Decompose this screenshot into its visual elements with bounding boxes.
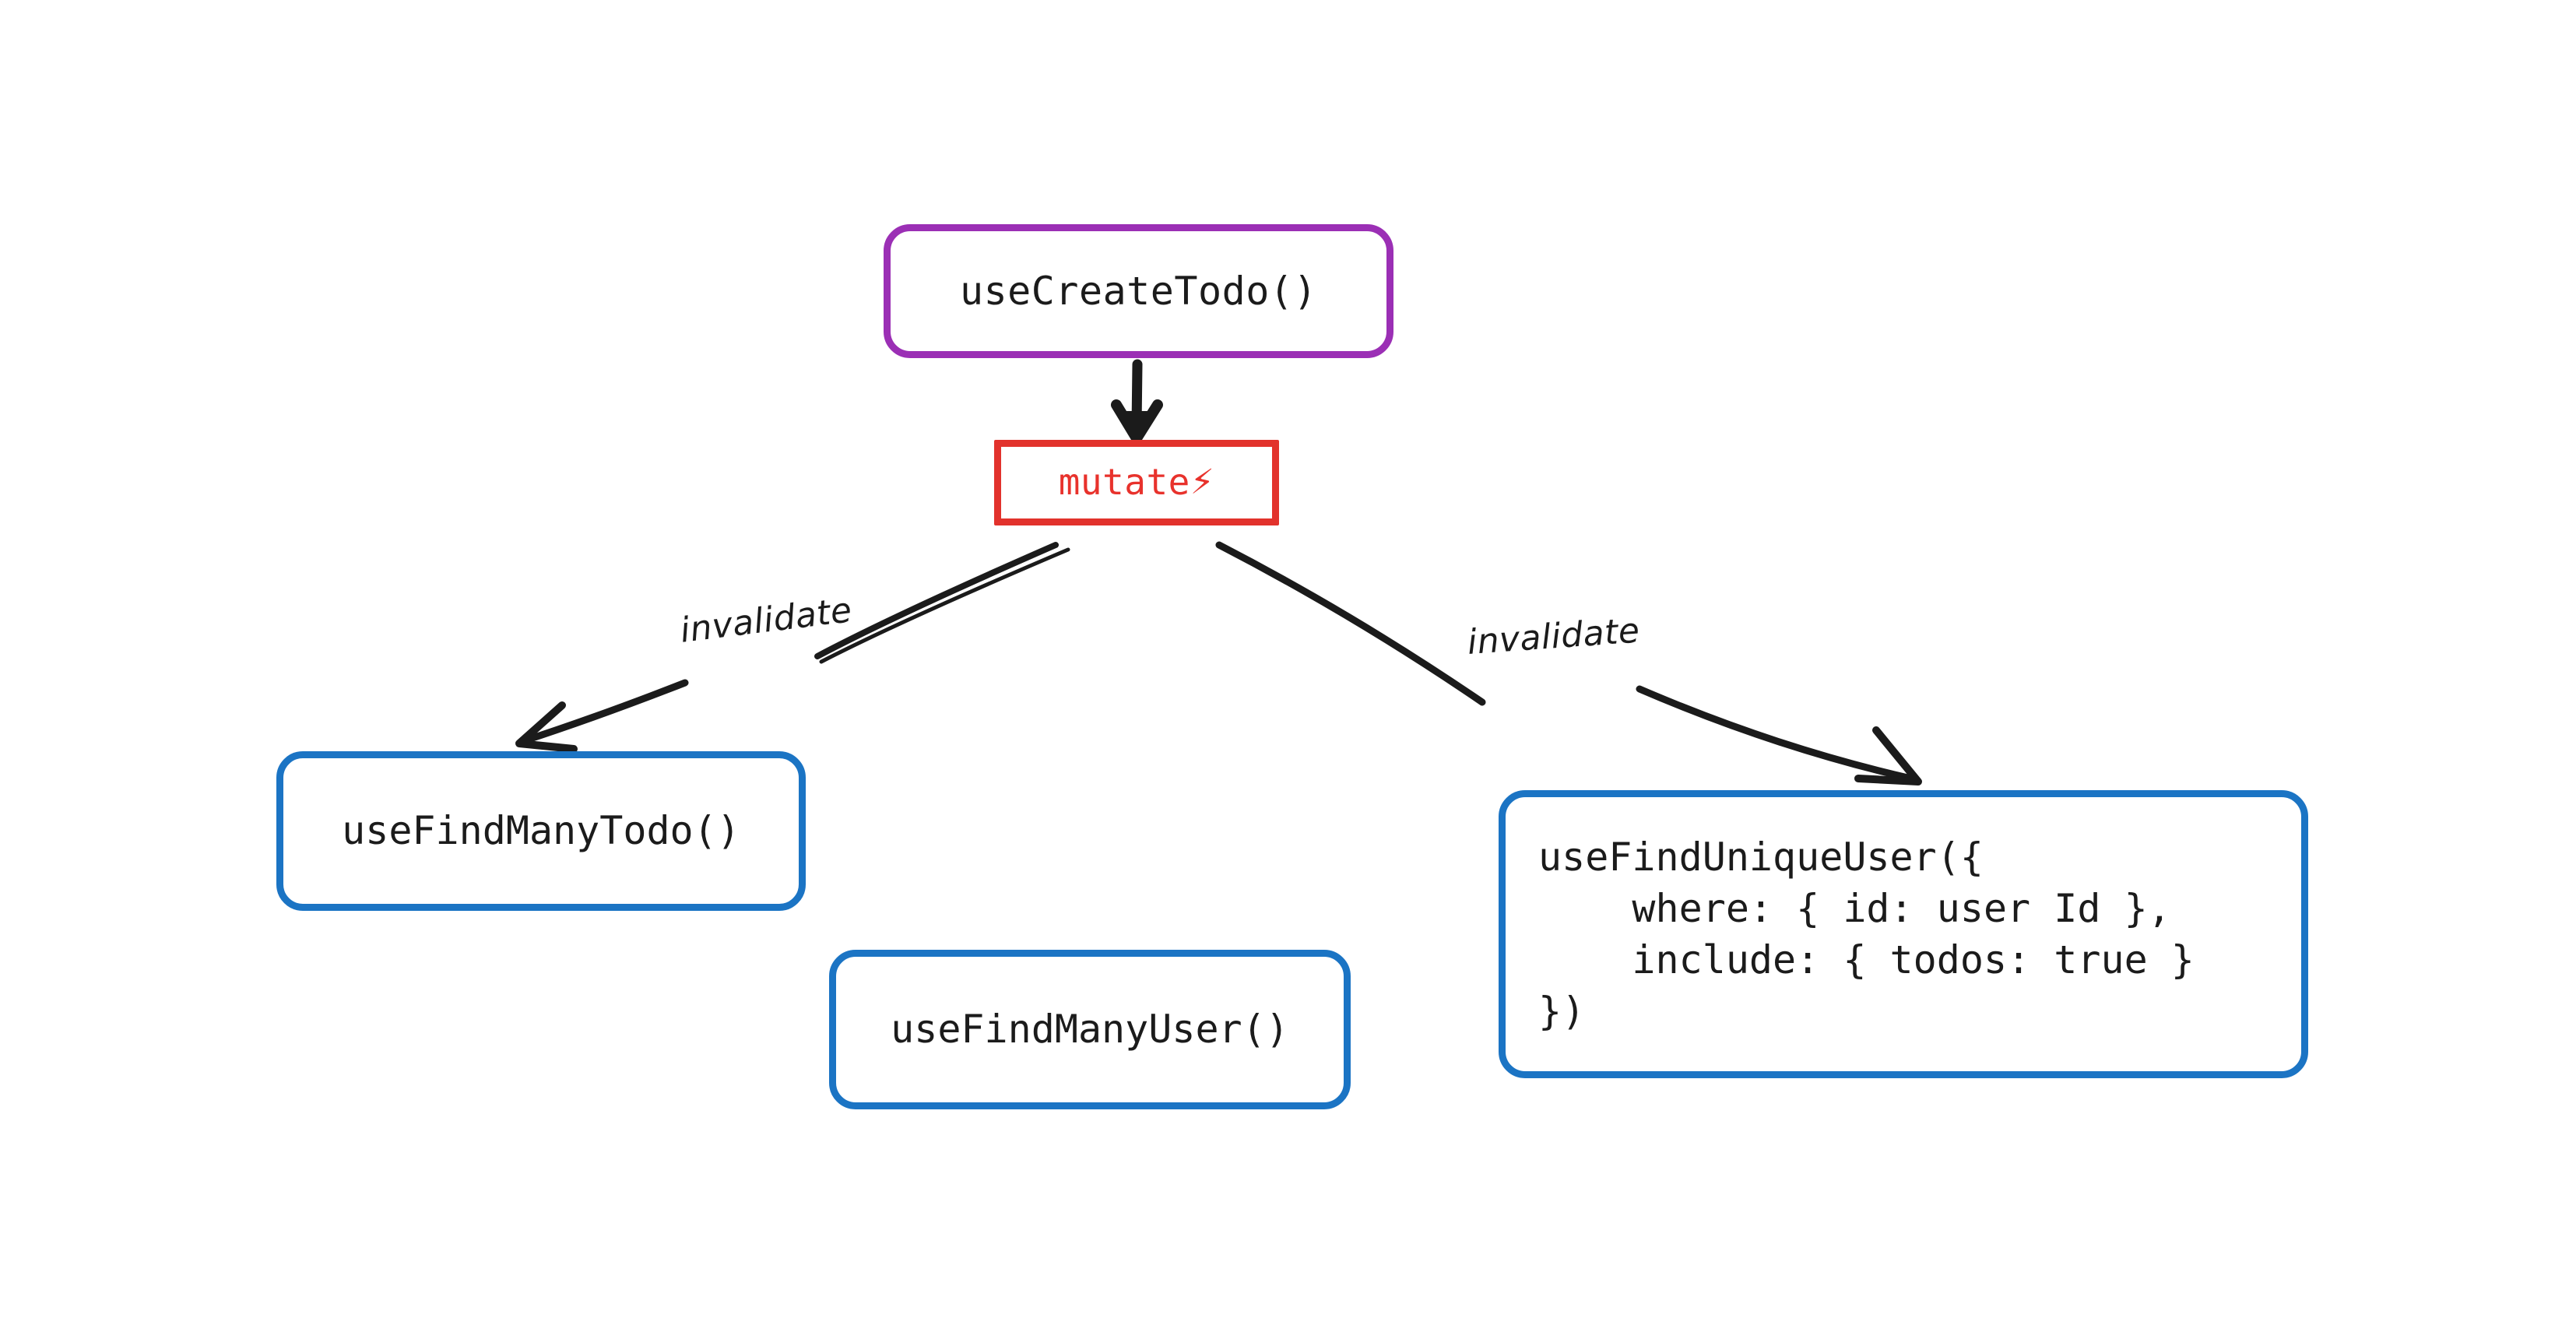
node-use-find-many-user-label: useFindManyUser(): [891, 1007, 1289, 1052]
node-use-create-todo-label: useCreateTodo(): [959, 268, 1318, 314]
high-voltage-icon: ⚡: [1190, 462, 1215, 502]
node-use-find-unique-user[interactable]: useFindUniqueUser({ where: { id: user Id…: [1499, 790, 2308, 1078]
node-use-find-unique-user-label: useFindUniqueUser({ where: { id: user Id…: [1538, 835, 2195, 1034]
node-use-find-many-todo-label: useFindManyTodo(): [342, 808, 740, 853]
node-mutate[interactable]: mutate⚡: [994, 440, 1279, 525]
node-use-find-many-todo[interactable]: useFindManyTodo(): [276, 751, 806, 911]
edge-mutate-to-find-unique-user: [1215, 541, 1922, 786]
node-use-find-many-user[interactable]: useFindManyUser(): [829, 950, 1351, 1109]
edge-mutate-to-find-many-todo: [515, 542, 1070, 753]
node-mutate-label: mutate: [1058, 461, 1190, 504]
edge-label-invalidate-left: invalidate: [677, 590, 855, 651]
edge-label-invalidate-right: invalidate: [1466, 610, 1642, 662]
edge-create-to-mutate: [1111, 359, 1163, 444]
node-use-create-todo[interactable]: useCreateTodo(): [884, 224, 1393, 358]
